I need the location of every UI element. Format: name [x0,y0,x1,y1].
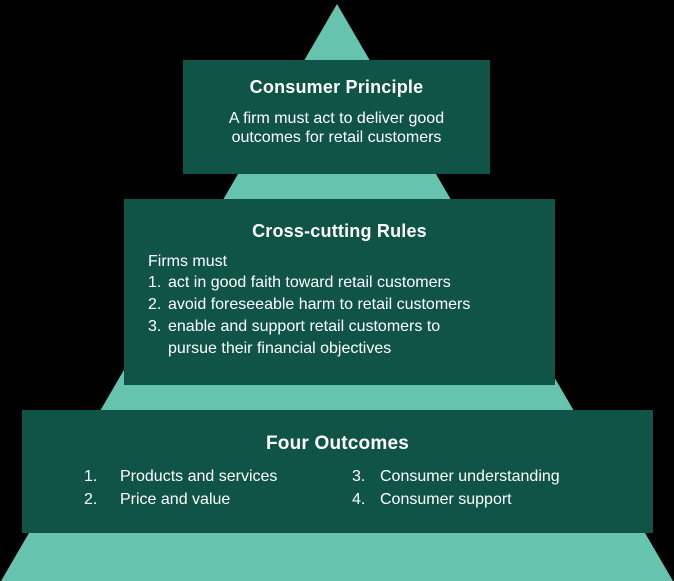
outcomes-column-right: 3. Consumer understanding 4. Consumer su… [352,465,560,511]
outcome-item-text: Consumer understanding [380,468,560,485]
outcome-item-1: 1. Products and services [84,465,277,488]
rule-item-text: act in good faith toward retail customer… [168,274,451,291]
consumer-principle-box: Consumer Principle A firm must act to de… [183,60,490,174]
cross-cutting-rules-box: Cross-cutting Rules Firms must 1. act in… [124,199,555,385]
rule-item-number: 3. [148,318,162,335]
four-outcomes-columns: 1. Products and services 2. Price and va… [22,465,653,517]
cross-cutting-rules-title: Cross-cutting Rules [252,221,427,241]
outcome-item-text: Consumer support [380,491,512,508]
outcome-item-number: 1. [84,468,98,485]
rule-item-text-wrap: pursue their financial objectives [168,340,392,357]
rule-item-text: enable and support retail customers to [168,318,441,335]
outcome-item-number: 3. [352,468,366,485]
consumer-principle-body-line: outcomes for retail customers [231,129,442,146]
rule-item-number: 2. [148,296,162,313]
outcome-item-3: 3. Consumer understanding [352,465,560,488]
rule-item-1: 1. act in good faith toward retail custo… [124,272,555,294]
consumer-principle-body-line: A firm must act to deliver good [228,110,445,127]
consumer-principle-body: A firm must act to deliver good outcomes… [183,109,490,147]
rule-item-number: 1. [148,274,162,291]
rule-item-3: 3. enable and support retail customers t… [124,316,555,360]
consumer-principle-title: Consumer Principle [249,77,424,97]
four-outcomes-box: Four Outcomes 1. Products and services 2… [22,410,653,533]
outcome-item-number: 2. [84,491,98,508]
outcome-item-4: 4. Consumer support [352,488,560,511]
outcome-item-2: 2. Price and value [84,488,277,511]
outcome-item-number: 4. [352,491,366,508]
outcome-item-text: Price and value [120,491,231,508]
rule-item-2: 2. avoid foreseeable harm to retail cust… [124,294,555,316]
four-outcomes-title: Four Outcomes [265,433,409,454]
outcome-item-text: Products and services [120,468,278,485]
cross-cutting-rules-intro: Firms must [148,253,228,270]
rule-item-text: avoid foreseeable harm to retail custome… [168,296,471,313]
outcomes-column-left: 1. Products and services 2. Price and va… [84,465,277,511]
